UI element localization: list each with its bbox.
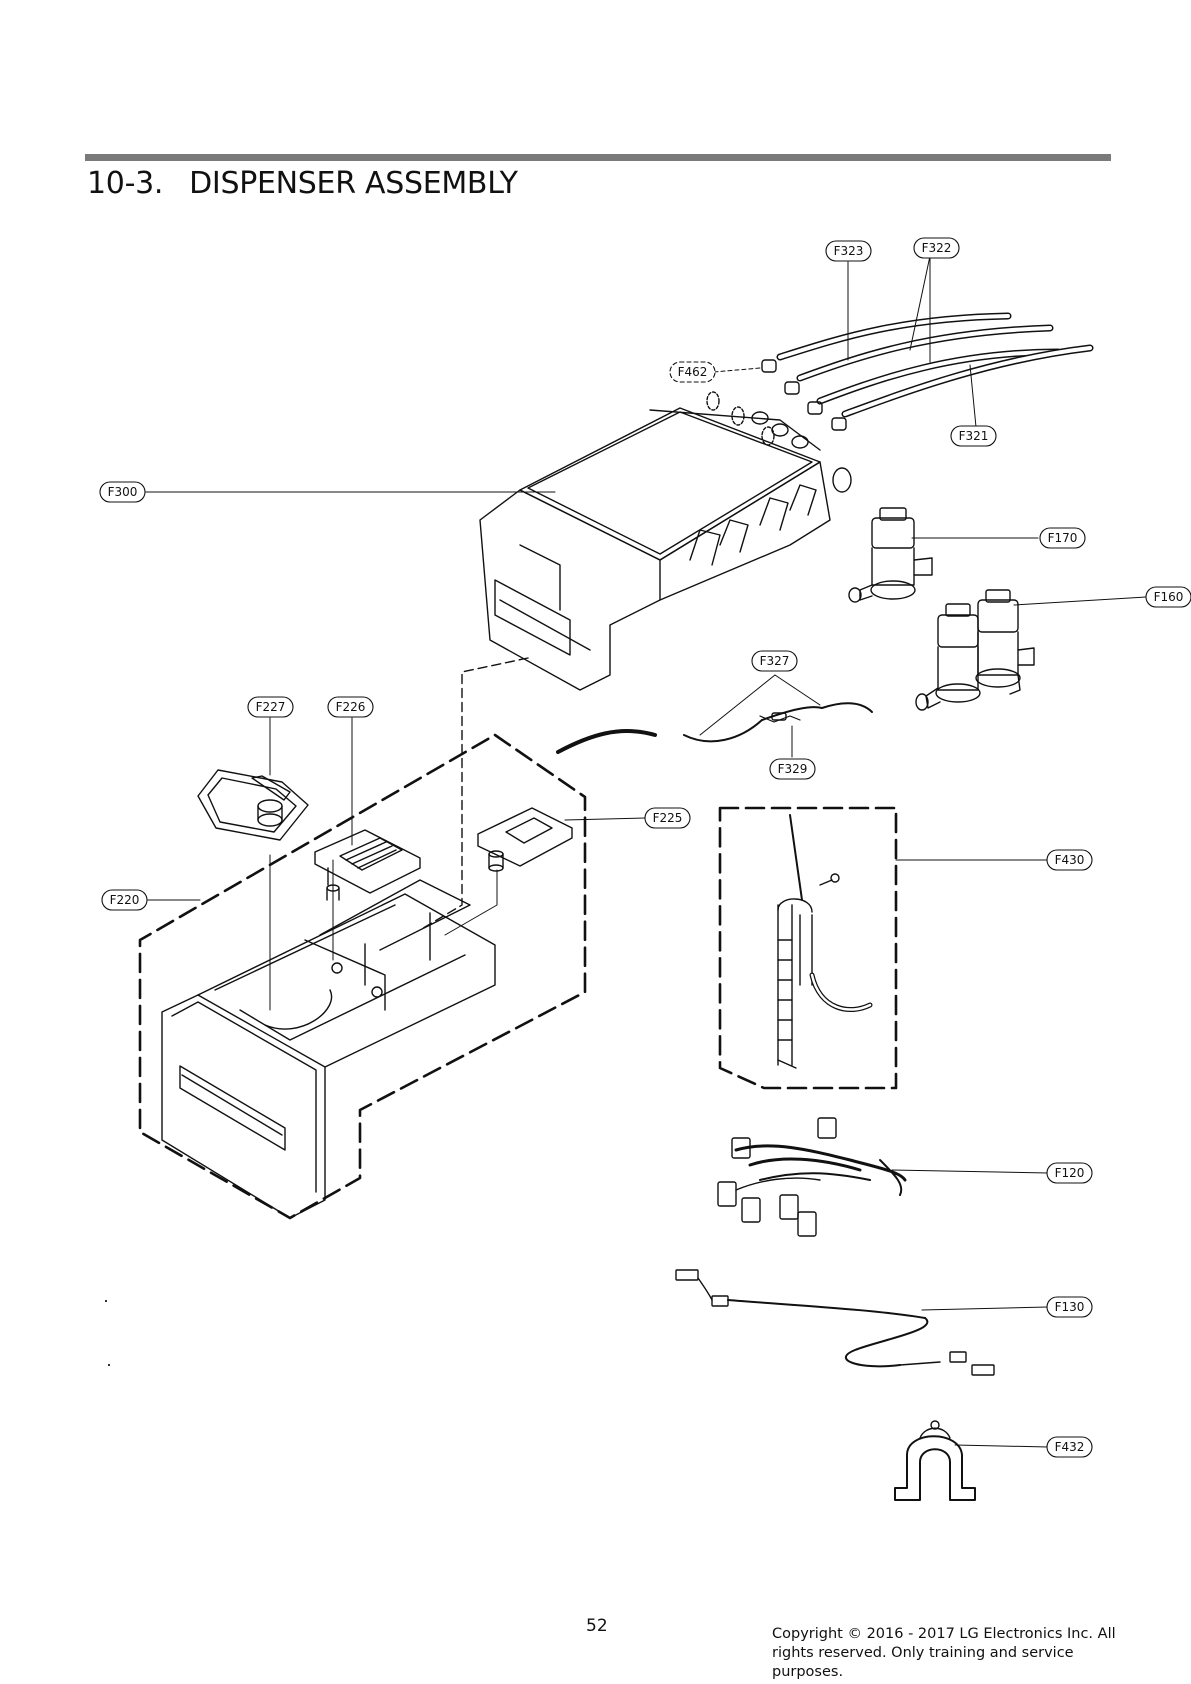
inlet-hoses bbox=[761, 312, 1094, 431]
single-water-valve bbox=[848, 507, 933, 603]
detergent-insert bbox=[314, 829, 421, 901]
dispenser-drawer bbox=[138, 733, 587, 1220]
stray-mark bbox=[105, 1300, 107, 1302]
wire-harness bbox=[717, 1117, 907, 1237]
double-water-valve bbox=[915, 589, 1035, 711]
callout-F120: F120 bbox=[1046, 1162, 1093, 1184]
copyright-notice: Copyright © 2016 - 2017 LG Electronics I… bbox=[772, 1626, 1116, 1680]
svg-text:F322: F322 bbox=[922, 241, 952, 255]
dispenser-housing bbox=[419, 391, 852, 931]
liquid-insert bbox=[477, 807, 573, 872]
svg-text:F327: F327 bbox=[760, 654, 790, 668]
softener-cap bbox=[197, 769, 309, 841]
leader-lines bbox=[145, 255, 1147, 1448]
svg-text:F160: F160 bbox=[1154, 590, 1184, 604]
callout-labels: F323 F322 F462 F321 F300 F170 F160 F327 bbox=[99, 237, 1191, 1458]
callout-F170: F170 bbox=[1039, 527, 1086, 549]
svg-text:F321: F321 bbox=[959, 429, 989, 443]
bellows-hose-assembly bbox=[718, 806, 898, 1090]
svg-text:F227: F227 bbox=[256, 700, 286, 714]
callout-F300: F300 bbox=[99, 481, 146, 503]
svg-text:F120: F120 bbox=[1055, 1166, 1085, 1180]
stray-mark bbox=[108, 1364, 110, 1366]
callout-F321: F321 bbox=[950, 425, 997, 447]
svg-text:F432: F432 bbox=[1055, 1440, 1085, 1454]
sensor-wires bbox=[556, 702, 873, 754]
svg-text:F462: F462 bbox=[678, 365, 708, 379]
callout-F327: F327 bbox=[751, 650, 798, 672]
svg-text:F430: F430 bbox=[1055, 853, 1085, 867]
callout-F160: F160 bbox=[1145, 586, 1191, 608]
callout-F322: F322 bbox=[913, 237, 960, 259]
page-title: 10-3. DISPENSER ASSEMBLY bbox=[87, 166, 518, 201]
callout-F220: F220 bbox=[101, 889, 148, 911]
callout-F432: F432 bbox=[1046, 1436, 1093, 1458]
svg-text:F329: F329 bbox=[778, 762, 808, 776]
callout-F462: F462 bbox=[669, 361, 716, 383]
svg-text:F226: F226 bbox=[336, 700, 366, 714]
svg-text:F220: F220 bbox=[110, 893, 140, 907]
callout-F323: F323 bbox=[825, 240, 872, 262]
svg-text:F130: F130 bbox=[1055, 1300, 1085, 1314]
svg-text:F300: F300 bbox=[108, 485, 138, 499]
callout-F329: F329 bbox=[769, 758, 816, 780]
svg-text:F225: F225 bbox=[653, 811, 683, 825]
wire-harness-cable bbox=[675, 1269, 995, 1376]
svg-text:F323: F323 bbox=[834, 244, 864, 258]
section-title: DISPENSER ASSEMBLY bbox=[189, 166, 518, 201]
callout-F430: F430 bbox=[1046, 849, 1093, 871]
svg-text:F170: F170 bbox=[1048, 531, 1078, 545]
section-number: 10-3. bbox=[87, 166, 164, 201]
callout-F225: F225 bbox=[644, 807, 691, 829]
callout-F130: F130 bbox=[1046, 1296, 1093, 1318]
header-rule bbox=[85, 154, 1111, 161]
page-number: 52 bbox=[586, 1616, 608, 1636]
hose-clip bbox=[894, 1420, 976, 1501]
callout-F226: F226 bbox=[327, 696, 374, 718]
callout-F227: F227 bbox=[247, 696, 294, 718]
